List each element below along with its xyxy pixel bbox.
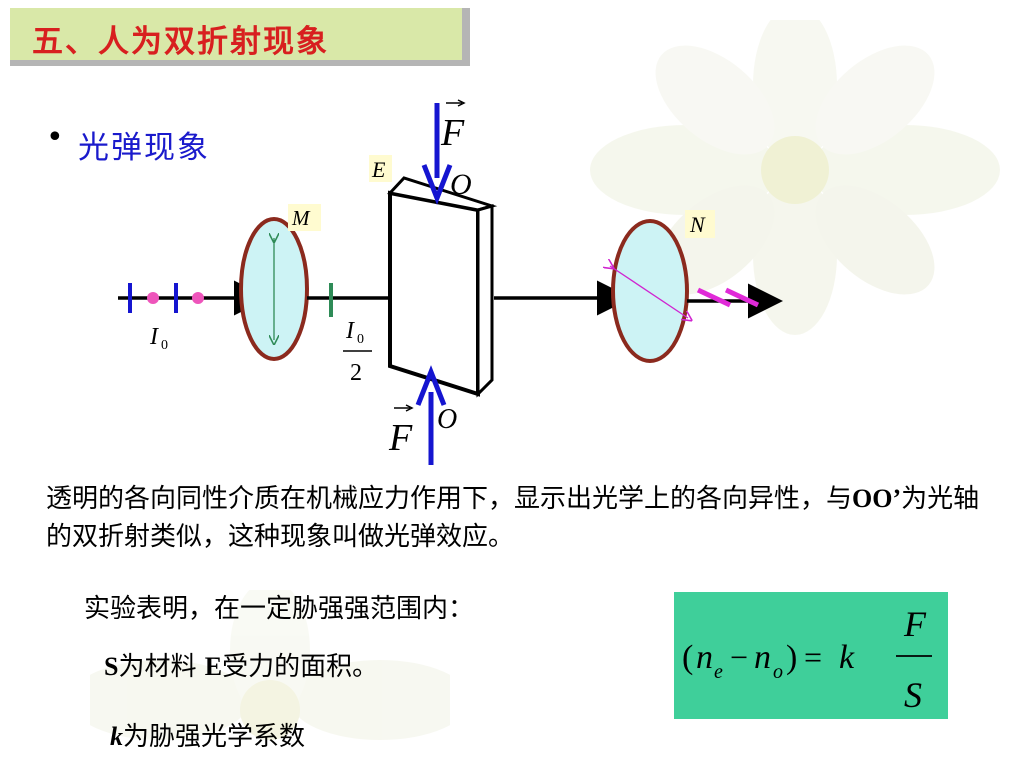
- label-denominator: 2: [350, 360, 362, 386]
- formula-n1: n: [696, 639, 713, 676]
- formula-open-paren: (: [682, 639, 693, 676]
- label-F-top: F: [440, 112, 465, 154]
- page-title: 五、人为双折射现象: [32, 24, 329, 60]
- sample-E-side: [476, 204, 494, 398]
- description-paragraph: 透明的各向同性介质在机械应力作用下，显示出光学上的各向异性，与OO’为光轴的双折…: [46, 480, 986, 556]
- formula-sub-o: o: [773, 661, 783, 683]
- sample-E-front: [388, 190, 480, 397]
- label-I0: I: [149, 324, 159, 350]
- symbol-E: E: [204, 652, 223, 681]
- daisy-watermark: [590, 20, 1000, 335]
- formula-F: F: [903, 604, 927, 644]
- analyzer-axis-N: [610, 266, 688, 318]
- polarization-dot: [192, 292, 204, 304]
- label-O-bottom: O: [437, 404, 457, 435]
- symbol-k: k: [110, 722, 123, 751]
- vector-arrowhead-top: [457, 99, 466, 107]
- paragraph-part2: 为光轴的双折射类似，这种现象叫做光弹效应。: [46, 484, 980, 552]
- section-subtitle: 光弹现象: [78, 130, 210, 166]
- photoelastic-diagram: E M N F O F O I 0 I 0 2: [118, 99, 783, 465]
- analyzer-N: [611, 219, 689, 363]
- label-O-top: O: [450, 168, 472, 201]
- def-S-text: 为材料: [118, 652, 205, 682]
- force-arrowhead-bottom: [415, 365, 447, 406]
- variable-k-definition: k为胁强光学系数: [110, 716, 305, 753]
- label-I0-half: I: [345, 318, 355, 344]
- formula-close-paren: ): [786, 639, 797, 676]
- variable-S-definition: S为材料 E受力的面积。: [104, 646, 378, 683]
- photoelastic-formula: ( n e − n o ) = k F S: [682, 604, 932, 715]
- formula-n2: n: [754, 639, 771, 676]
- label-I0-half-sub: 0: [357, 332, 364, 347]
- label-N: N: [689, 212, 706, 237]
- def-S-end: 受力的面积。: [222, 652, 379, 682]
- label-E-bg: [369, 155, 392, 182]
- title-banner: [10, 8, 470, 66]
- symbol-S: S: [104, 652, 119, 681]
- label-N-bg: [685, 210, 715, 238]
- experiment-statement: 实验表明，在一定胁强强范围内：: [84, 594, 475, 624]
- optic-axis-OO: OO’: [852, 484, 902, 513]
- formula-minus: −: [730, 639, 748, 675]
- formula-S: S: [904, 675, 922, 715]
- vector-arrowhead-bottom: [405, 404, 414, 412]
- exit-polarization-mark: [724, 287, 760, 308]
- formula-sub-e: e: [714, 661, 723, 683]
- formula-box: ( n e − n o ) = k F S: [674, 592, 948, 719]
- formula-k: k: [839, 639, 855, 676]
- label-M-bg: [288, 204, 321, 231]
- label-F-bottom: F: [388, 417, 413, 459]
- label-M: M: [291, 206, 311, 230]
- formula-equals: =: [804, 639, 822, 675]
- exit-polarization-mark: [696, 287, 732, 308]
- daisy-watermark-bottom: [90, 590, 450, 740]
- force-arrowhead-top: [421, 164, 453, 205]
- bullet-dot: •: [46, 120, 64, 155]
- paragraph-part1: 透明的各向同性介质在机械应力作用下，显示出光学上的各向异性，与: [46, 484, 853, 514]
- label-E: E: [371, 157, 386, 182]
- def-k-text: 为胁强光学系数: [123, 722, 306, 752]
- label-I0-sub: 0: [161, 338, 168, 353]
- polarization-dot: [147, 292, 159, 304]
